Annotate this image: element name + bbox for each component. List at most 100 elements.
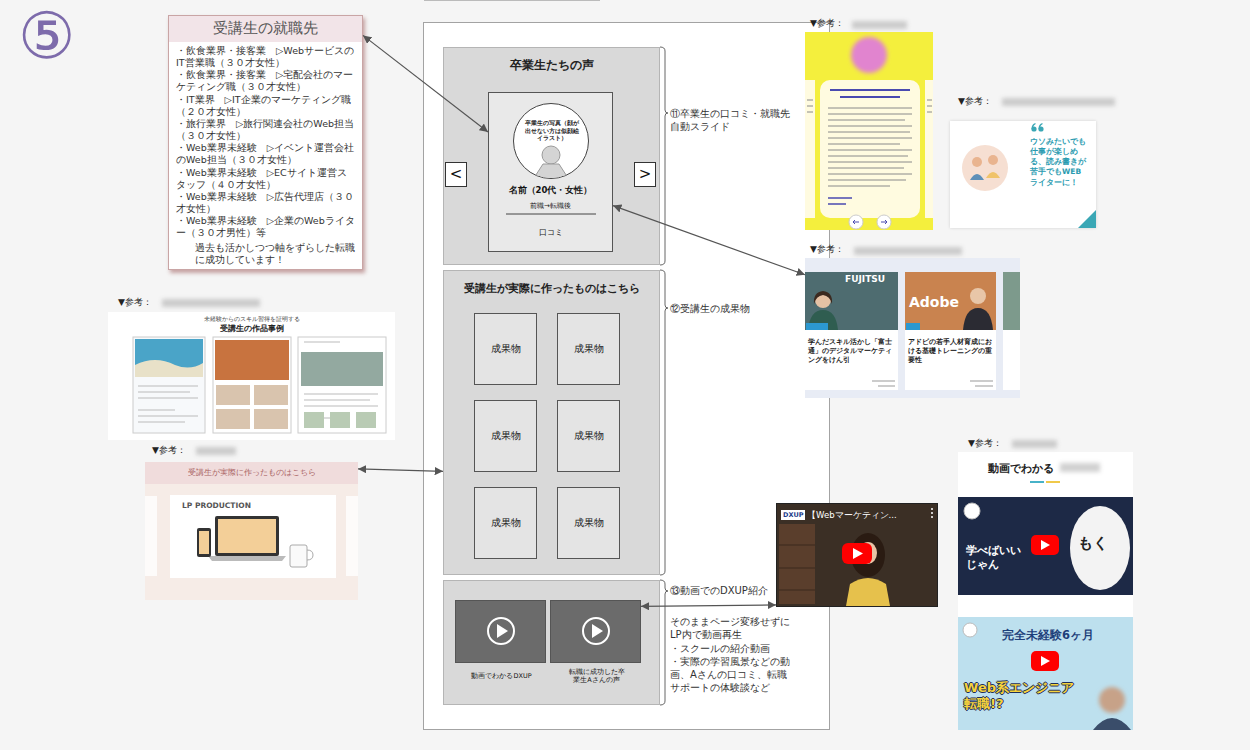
section-bracket <box>660 47 668 705</box>
reference-screenshot: ▼参考：ウソみたいでも仕事が楽しめる、読み書きが苦手でもWEBライターに！ <box>950 121 1096 228</box>
reference-carousel-art <box>970 381 993 382</box>
note-text: ・実際の学習風景などの動画、Aさんの口コミ、転職サポートの体験談など <box>670 655 793 694</box>
reference-works-art <box>216 385 250 405</box>
job-item: ・旅行業界 ▷旅行関連会社のWeb担当（３０才女性） <box>169 118 362 142</box>
photo-circle: 卒業生の写真（顔が出せない方は似顔絵イラスト） <box>513 103 589 179</box>
callout-number: ⑫受講生の成果物 <box>670 302 793 315</box>
reference-works-art <box>215 340 289 380</box>
video-thumbnail-art <box>779 590 815 591</box>
reference-lp-art <box>218 519 276 553</box>
screenshot-heading: 受講生の作品事例 <box>108 323 395 334</box>
reference-video-art <box>1093 718 1131 730</box>
callout-number: ⑪卒業生の口コミ・就職先自動スライド <box>670 107 793 133</box>
photo-silhouette <box>532 164 570 181</box>
video-placeholder: 転職に成功した卒業生Aさんの声 <box>550 600 641 663</box>
reference-slider-art <box>805 80 815 218</box>
play-icon <box>488 618 514 644</box>
reference-slider-art <box>820 80 920 218</box>
reference-video-art <box>1070 506 1130 590</box>
video-placeholder: 動画でわかるDXUP <box>455 600 546 663</box>
card-divider <box>506 214 596 215</box>
reference-label: ▼参考： <box>810 18 844 29</box>
video-thumbnail-art <box>779 545 815 546</box>
testimonial-card: 名前（20代・女性）前職→転職後口コミ卒業生の写真（顔が出せない方は似顔絵イラス… <box>488 92 613 252</box>
card-name: 名前（20代・女性） <box>489 185 612 197</box>
logo-text: FUJITSU <box>845 274 885 284</box>
reference-works-art <box>133 337 386 433</box>
blurred-name <box>1060 463 1100 472</box>
reference-works-art <box>133 337 205 433</box>
reference-lp-art <box>199 531 209 554</box>
page-number: ⑤ <box>18 4 75 68</box>
reference-label: ▼参考： <box>968 438 1002 449</box>
page-frame <box>424 23 830 730</box>
reference-video-art <box>1041 540 1050 550</box>
work-placeholder: 成果物 <box>474 400 537 472</box>
screenshot-text: LP PRODUCTION <box>182 501 251 510</box>
screenshot-text: アドビの若手人材育成における基礎トレーニングの重要性 <box>908 338 994 364</box>
reference-carousel-art <box>815 292 831 308</box>
reference-slider-art <box>830 89 910 91</box>
callout-number: ⑬動画でのDXUP紹介 <box>670 584 793 597</box>
section-title: 卒業生たちの声 <box>444 57 659 74</box>
reference-carousel-art <box>808 310 838 330</box>
reference-video-art <box>964 503 980 519</box>
video-thumbnail-art <box>931 508 933 510</box>
reference-label: ▼参考： <box>810 244 844 255</box>
reference-carousel-art <box>805 272 1020 390</box>
video-thumbnail-art <box>779 568 815 569</box>
slider-button: > <box>634 162 656 187</box>
reference-works-art <box>301 352 383 386</box>
reference-lp-art <box>197 528 211 557</box>
play-triangle <box>497 624 508 638</box>
wireframe-section: 卒業生たちの声名前（20代・女性）前職→転職後口コミ卒業生の写真（顔が出せない方… <box>443 47 660 265</box>
video-thumbnail-art <box>842 543 872 564</box>
reference-card-art <box>1032 123 1036 129</box>
reference-video-art <box>1031 535 1059 555</box>
thumbnail-text: 完全未経験6ヶ月 <box>1002 628 1094 643</box>
reference-lp-art <box>208 556 286 561</box>
reference-slider-art <box>828 203 846 205</box>
video-thumbnail-art <box>931 512 933 514</box>
job-item: ・Web業界未経験 ▷ECサイト運営スタッフ（４０才女性） <box>169 167 362 191</box>
screenshot-text: ウソみたいでも仕事が楽しめる、読み書きが苦手でもWEBライターに！ <box>1030 137 1086 188</box>
reference-carousel-art <box>905 272 996 330</box>
work-placeholder: 成果物 <box>557 487 620 559</box>
reference-works-art <box>216 385 288 429</box>
reference-label: ▼参考： <box>118 297 152 308</box>
blurred-name <box>196 447 236 455</box>
reference-works-art <box>356 412 376 428</box>
reference-screenshot: ▼参考：未経験からのスキル習得を証明する受講生の作品事例 <box>108 312 395 440</box>
connector-arrow <box>613 206 805 275</box>
work-placeholder: 成果物 <box>557 313 620 385</box>
screenshot-heading: 動画でわかる <box>988 461 1054 476</box>
reference-lp-art <box>215 516 279 556</box>
reference-video-art <box>1030 481 1044 483</box>
section-panel <box>444 581 660 705</box>
reference-works-art <box>135 360 203 377</box>
reference-works-art <box>138 386 198 422</box>
reference-works-art <box>304 412 324 428</box>
reference-video-art <box>958 497 1133 595</box>
reference-slider-art <box>849 215 863 229</box>
video-thumbnail-art <box>779 508 933 606</box>
video-caption: 動画でわかるDXUP <box>452 672 551 680</box>
video-thumbnail-art <box>779 524 815 604</box>
blurred-name <box>1002 98 1115 106</box>
reference-card-art <box>988 155 998 165</box>
section-panel <box>444 581 660 705</box>
work-placeholder: 成果物 <box>474 487 537 559</box>
job-item: ・Web業界未経験 ▷企業のWebライター（３０才男性）等 <box>169 215 362 239</box>
reference-slider-art <box>828 108 912 186</box>
placeholder-text: 成果物 <box>574 516 604 530</box>
reference-card-art <box>1031 123 1043 132</box>
reference-slider-art <box>807 100 932 112</box>
screenshot-heading: 受講生が実際に作ったものはこちら <box>145 462 358 484</box>
work-placeholder: 成果物 <box>474 313 537 385</box>
card-career: 前職→転職後 <box>489 201 612 211</box>
reference-carousel-art <box>878 386 895 387</box>
page-frame <box>424 1 830 730</box>
reference-carousel-art <box>1003 330 1020 390</box>
reference-works-art <box>298 337 386 433</box>
